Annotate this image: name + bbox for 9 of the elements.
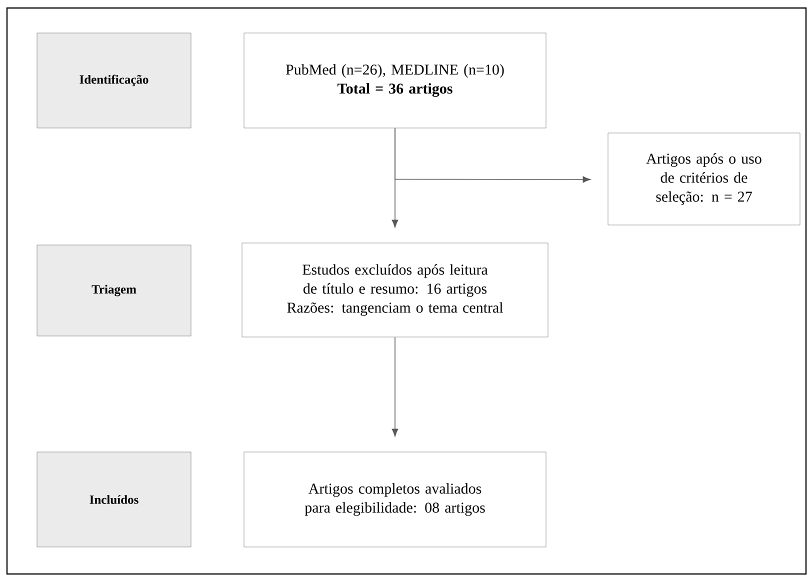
- process-box: Estudos excluídos após leitura de título e resumo: 16 artigos Razões: tangenciam o tema central: [242, 242, 548, 338]
- stage-label-box: Incluídos: [36, 452, 192, 548]
- stage-label-box: Identificação: [36, 32, 192, 128]
- arrow: [394, 128, 591, 183]
- process-box: Artigos completos avaliados para elegibilidade: 08 artigos: [244, 452, 546, 548]
- arrow: [392, 336, 398, 437]
- process-box: PubMed (n=26), MEDLINE (n=10) Total = 36 artigos: [244, 32, 546, 128]
- process-box: Artigos após o uso de critérios de seleção: n = 27: [608, 132, 800, 226]
- stage-label-box: Triagem: [36, 244, 192, 336]
